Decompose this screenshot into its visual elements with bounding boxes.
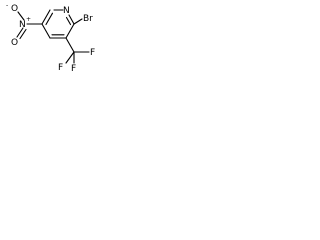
ring-nitrogen-label: N — [63, 6, 70, 16]
bond-nitro-o-bottom — [16, 27, 24, 38]
bromine-label: Br — [83, 14, 93, 24]
nitro-nitrogen-label: N — [19, 20, 26, 30]
nitro-oxygen-bottom-label: O — [11, 38, 18, 48]
bond-c2-c6 — [41, 9, 51, 25]
bond-c4-c3 — [65, 23, 75, 39]
nitro-oxygen-top-charge: - — [6, 2, 8, 9]
bond-nitro-o-top — [17, 11, 25, 21]
nitro-nitrogen-charge: + — [26, 16, 31, 23]
bond-c3-n1 — [68, 14, 75, 25]
bond-c2-c6-inner — [45, 12, 54, 26]
bond-c6-c5 — [41, 23, 51, 39]
bond-cf3-f-left — [65, 51, 75, 64]
bond-ring-bromine — [73, 18, 83, 25]
fluorine-left-label: F — [58, 63, 63, 73]
nitro-oxygen-top-label: O — [11, 4, 18, 14]
pyridine-ring — [41, 9, 75, 39]
fluorine-bottom-label: F — [71, 64, 76, 74]
bond-ring-cf3 — [65, 37, 75, 53]
fluorine-right-label: F — [90, 48, 95, 58]
bond-c3-n1-inner — [65, 16, 72, 26]
bond-nitro-o-bottom-inner — [19, 28, 27, 40]
chemical-structure-diagram: N Br N + O - O F F F — [6, 2, 95, 74]
